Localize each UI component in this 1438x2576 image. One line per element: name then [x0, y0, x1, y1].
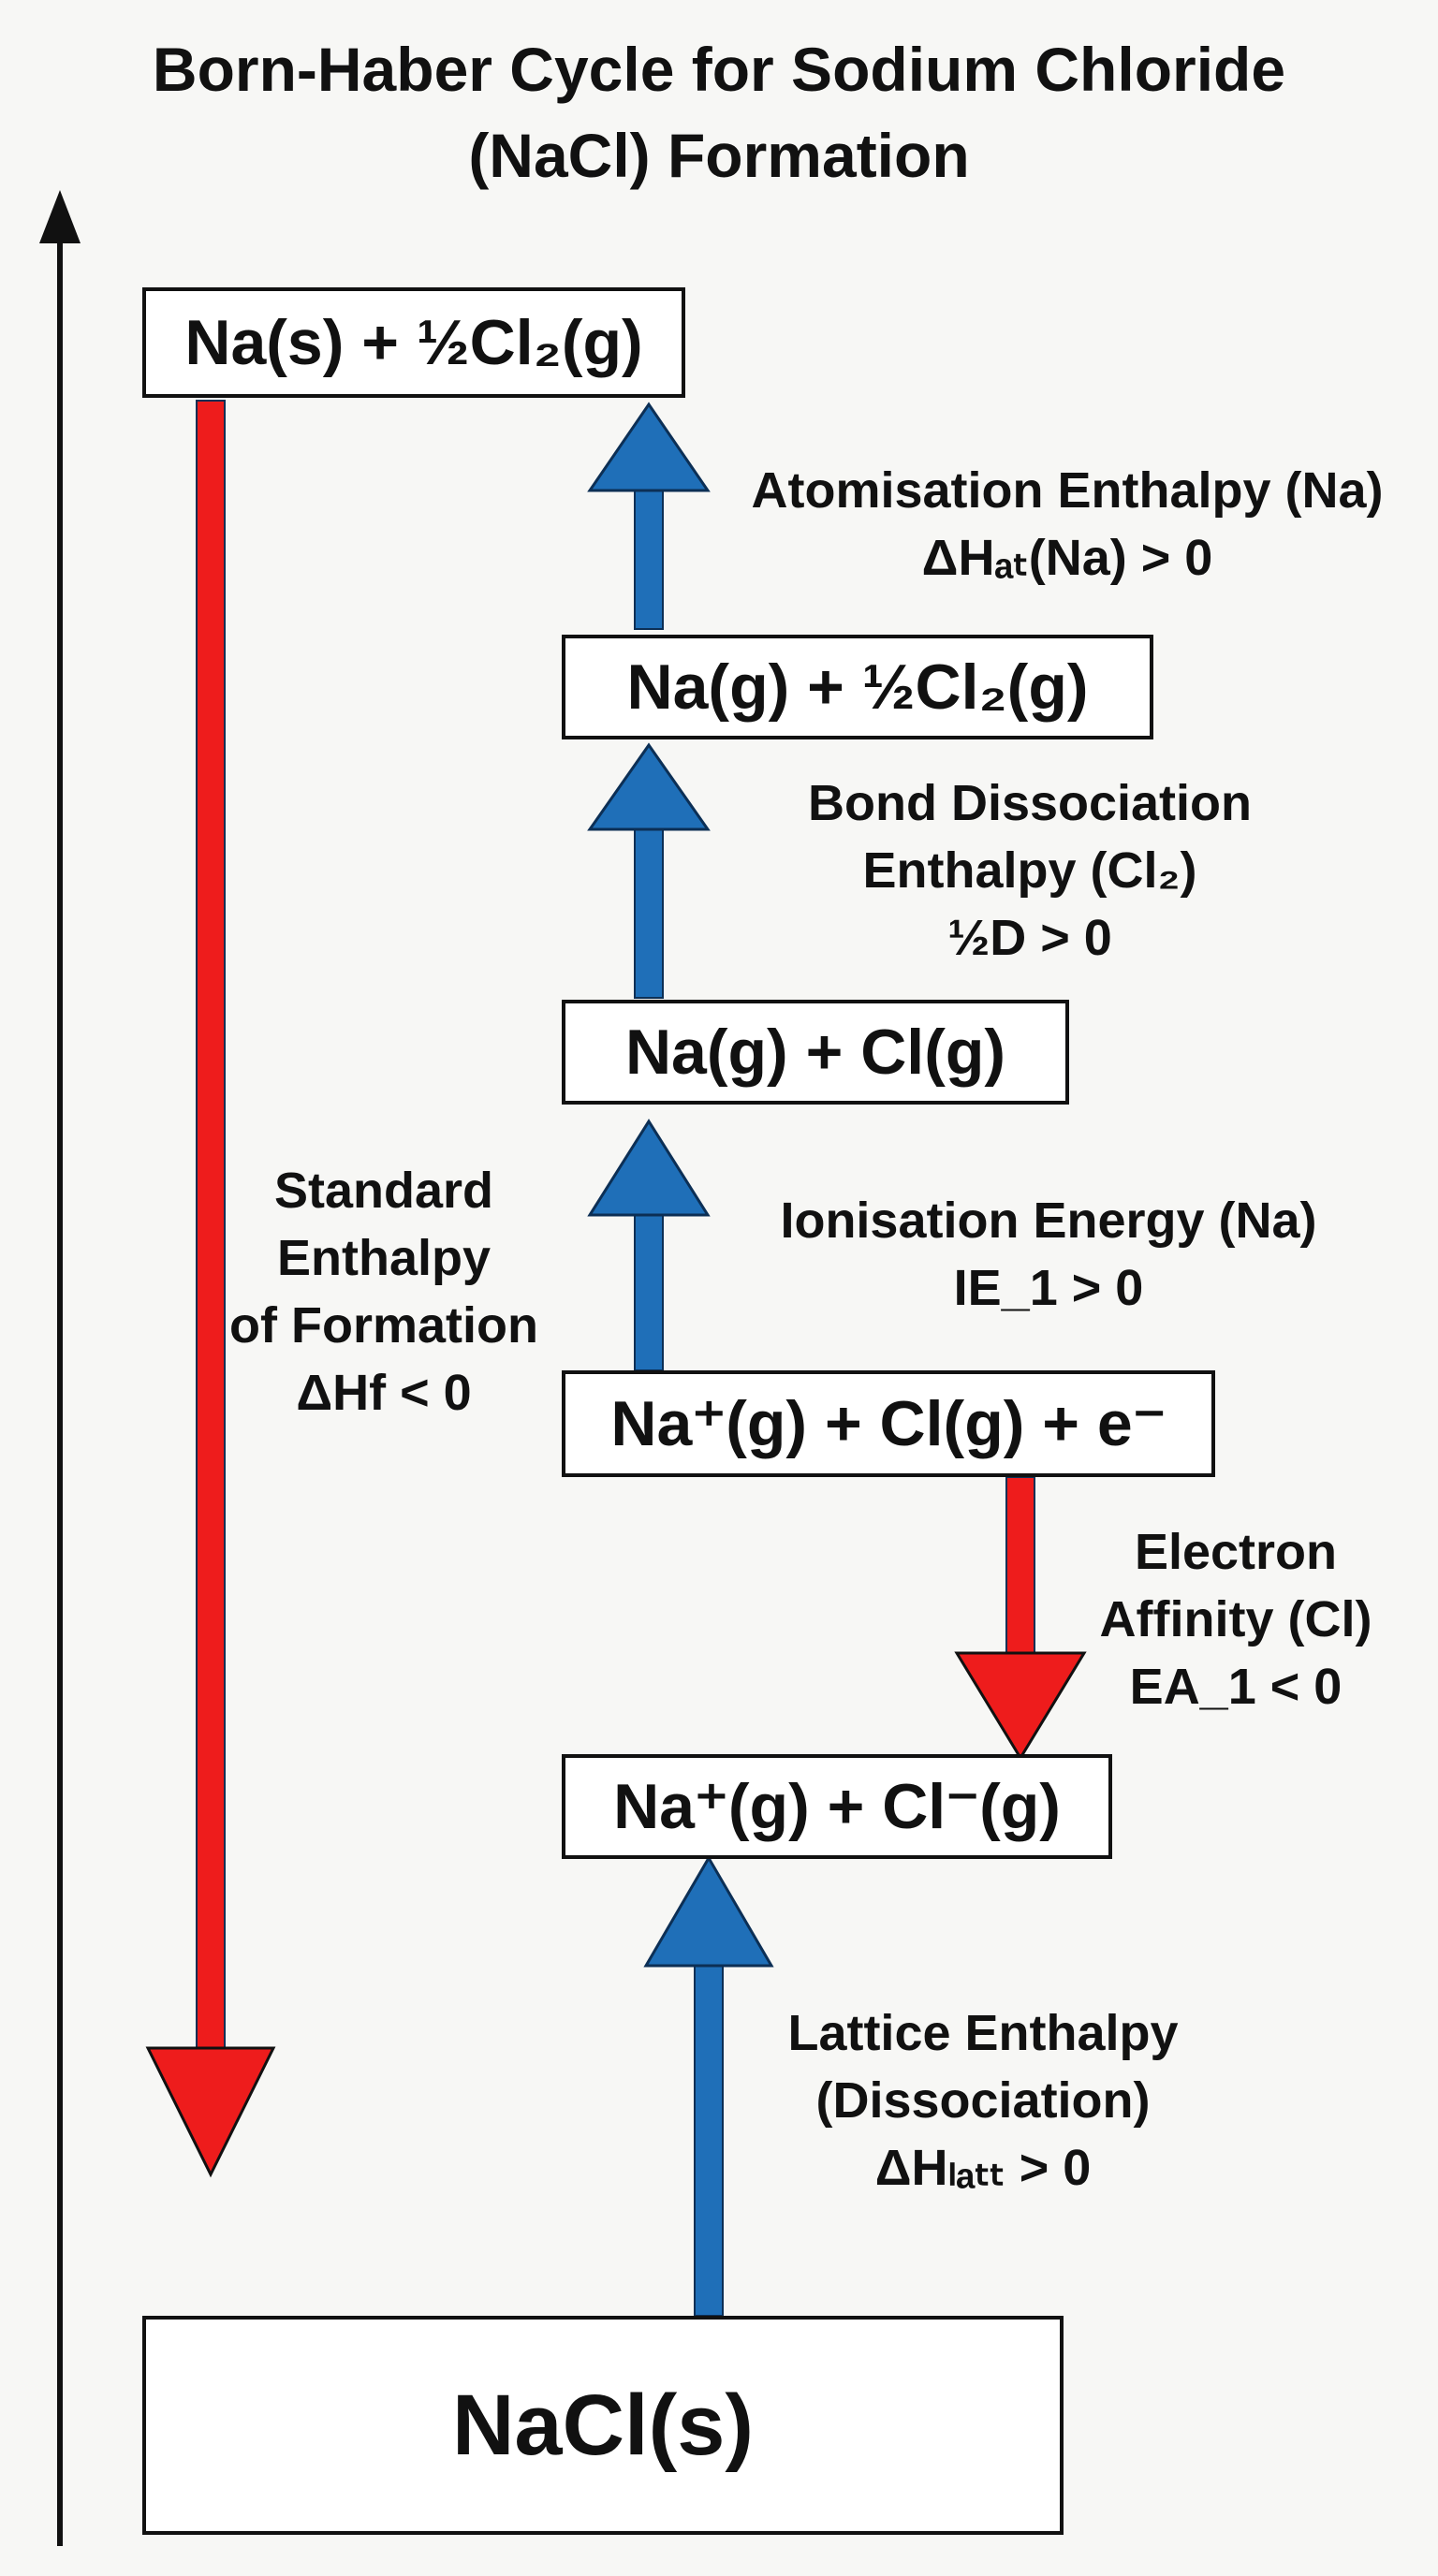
step-value: ΔHf < 0	[296, 1365, 472, 1421]
state-label: Na(s) + ½Cl₂(g)	[184, 307, 643, 378]
state-box-elements: Na(s) + ½Cl₂(g)	[142, 287, 685, 398]
step-name: Bond Dissociation	[807, 775, 1253, 831]
electron-affinity-arrow	[954, 1476, 1087, 1761]
lattice-enthalpy-arrow	[643, 1855, 774, 2317]
state-box-gaseous-atoms: Na(g) + Cl(g)	[562, 1000, 1069, 1105]
step-name: Electron	[1134, 1524, 1338, 1580]
diagram-title: Born-Haber Cycle for Sodium Chloride (Na…	[0, 26, 1438, 198]
state-box-ionised-sodium: Na⁺(g) + Cl(g) + e⁻	[562, 1370, 1215, 1477]
state-label: Na(g) + Cl(g)	[624, 1017, 1006, 1088]
step-value: ΔHₗₐₜₜ > 0	[874, 2140, 1092, 2196]
step-name: Atomisation Enthalpy (Na)	[751, 462, 1384, 519]
formation-enthalpy-arrow	[145, 400, 276, 2178]
state-label: Na(g) + ½Cl₂(g)	[626, 651, 1089, 723]
step-value: IE_1 > 0	[953, 1260, 1144, 1316]
state-label: Na⁺(g) + Cl⁻(g)	[613, 1770, 1061, 1842]
electron-affinity-label: Electron Affinity (Cl) EA_1 < 0	[1058, 1518, 1414, 1720]
step-name: Lattice Enthalpy	[787, 2005, 1179, 2061]
bond-dissociation-label: Bond Dissociation Enthalpy (Cl₂) ½D > 0	[730, 769, 1329, 972]
state-label: NaCl(s)	[451, 2377, 755, 2473]
energy-axis-arrow	[39, 190, 81, 2546]
step-value: ΔHₐₜ(Na) > 0	[921, 530, 1213, 586]
step-value: EA_1 < 0	[1129, 1659, 1343, 1715]
step-value: ½D > 0	[947, 910, 1112, 966]
step-name: Affinity (Cl)	[1099, 1591, 1372, 1647]
step-name: Standard	[273, 1163, 494, 1219]
state-box-sodium-chloride-solid: NaCl(s)	[142, 2316, 1064, 2535]
ionisation-arrow	[587, 1119, 711, 1371]
atomisation-arrow	[587, 402, 711, 630]
lattice-enthalpy-label: Lattice Enthalpy (Dissociation) ΔHₗₐₜₜ >…	[730, 1999, 1236, 2202]
ionisation-label: Ionisation Energy (Na) IE_1 > 0	[721, 1187, 1376, 1322]
state-box-gaseous-ions: Na⁺(g) + Cl⁻(g)	[562, 1754, 1112, 1859]
title-line-2: (NaCl) Formation	[468, 121, 970, 190]
atomisation-label: Atomisation Enthalpy (Na) ΔHₐₜ(Na) > 0	[712, 457, 1423, 592]
state-box-gaseous-sodium: Na(g) + ½Cl₂(g)	[562, 635, 1153, 739]
step-name: Enthalpy	[276, 1230, 492, 1286]
step-name: (Dissociation)	[815, 2072, 1151, 2129]
step-name: Enthalpy (Cl₂)	[862, 842, 1197, 899]
title-line-1: Born-Haber Cycle for Sodium Chloride	[152, 35, 1286, 104]
step-name: of Formation	[229, 1297, 538, 1354]
state-label: Na⁺(g) + Cl(g) + e⁻	[610, 1387, 1167, 1459]
bond-dissociation-arrow	[587, 742, 711, 999]
step-name: Ionisation Energy (Na)	[780, 1193, 1317, 1249]
formation-enthalpy-label: Standard Enthalpy of Formation ΔHf < 0	[220, 1157, 548, 1427]
